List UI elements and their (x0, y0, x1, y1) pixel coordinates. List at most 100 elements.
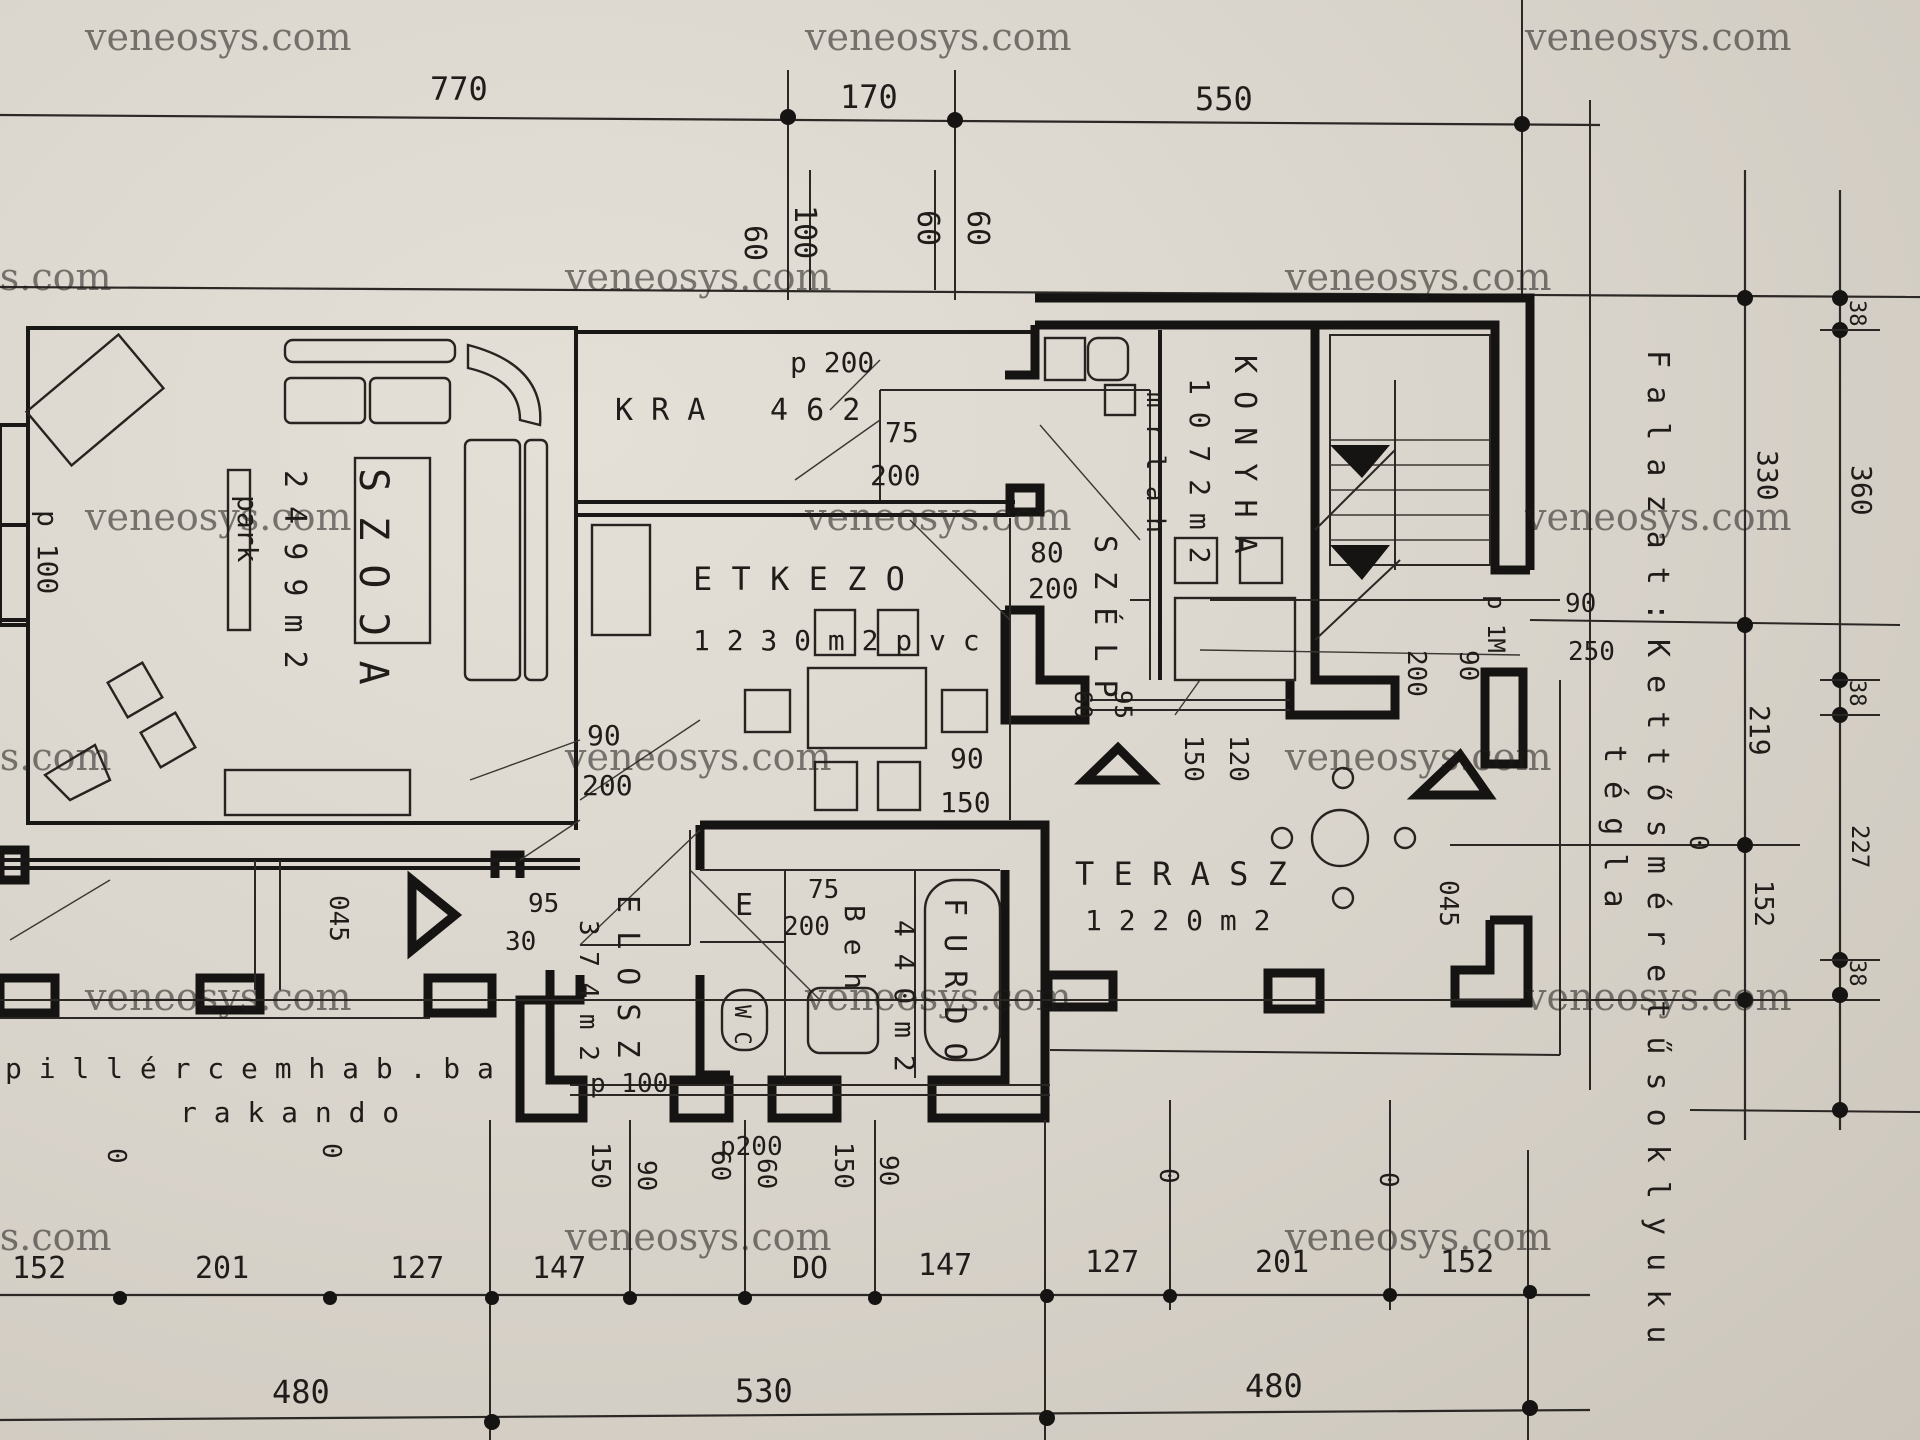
zero-2: 0 (316, 1143, 346, 1159)
szel-95: 95 (1109, 690, 1137, 719)
watermark: veneosys.com (1284, 255, 1552, 299)
staircase (1314, 334, 1491, 641)
note-tegla: t é g l a (1597, 745, 1632, 908)
zero-1: 0 (101, 1148, 131, 1164)
side-table (226, 468, 252, 632)
watermark: veneosys.com (84, 975, 352, 1019)
room-elo-area: 3 7 4 m 2 (573, 920, 603, 1061)
045-left: 045 (323, 895, 353, 942)
dim-480b: 480 (1245, 1367, 1303, 1405)
sofa-corner (466, 343, 542, 427)
bottom-90b: 90 (873, 1155, 903, 1186)
dim-dot (1832, 987, 1848, 1003)
zero-3: 0 (1153, 1168, 1183, 1184)
watermark: veneosys.com (564, 735, 832, 779)
stove (1086, 336, 1130, 382)
zero-5: 0 (1683, 835, 1713, 851)
szel-200: 200 (1028, 572, 1079, 605)
notes: p i l l é r c e m h a b . b a r a k a n … (5, 350, 1675, 1343)
dim-152a: 152 (12, 1251, 66, 1286)
dim-do: DO (792, 1251, 828, 1286)
room-furdo-floor: B e h (838, 905, 871, 989)
chair (940, 688, 989, 734)
dim-170: 170 (840, 78, 898, 116)
furdo-200: 200 (783, 912, 830, 942)
dim-530: 530 (735, 1372, 793, 1410)
kitchen-chair (1238, 536, 1284, 585)
kitchen-150: 150 (1178, 735, 1208, 782)
coffee-table (353, 456, 432, 645)
dim-w2-60b: 60 (960, 210, 995, 246)
top-dimension-chain: 770 170 550 60 100 60 60 (0, 0, 1920, 300)
dim-dot (868, 1291, 882, 1305)
dim-dot (947, 112, 963, 128)
dim-201a: 201 (195, 1251, 249, 1286)
dim-38a: 38 (1844, 300, 1869, 327)
szel-80: 80 (1030, 536, 1064, 569)
bottom-90a: 90 (631, 1160, 661, 1191)
dim-550: 550 (1195, 80, 1253, 118)
dim-219: 219 (1743, 705, 1776, 756)
watermark: veneosys.com (0, 1215, 112, 1259)
room-etkezo-name: E T K E Z O (693, 560, 905, 598)
watermark: veneosys.com (84, 495, 352, 539)
room-konyha-area: 1 0 7 2 m 2 (1183, 378, 1216, 563)
dining-table (806, 666, 928, 750)
elo-30: 30 (505, 927, 536, 957)
dim-dot (1737, 617, 1753, 633)
dim-127a: 127 (390, 1251, 444, 1286)
dim-480a: 480 (272, 1373, 330, 1411)
bottom-dimension-chain: 152 201 127 147 DO 147 127 201 152 480 5… (0, 1100, 1591, 1440)
sofa-seat (368, 376, 452, 425)
kra-win-75: 75 (885, 416, 919, 449)
sofa-arm (523, 438, 549, 682)
dim-127b: 127 (1085, 1245, 1139, 1280)
furniture (24, 332, 1497, 1062)
watermark: veneosys.com (804, 495, 1072, 539)
dim-dot (484, 1414, 500, 1430)
dim-dot (323, 1291, 337, 1305)
stair-arrow (1330, 545, 1390, 580)
bottom-150b: 150 (828, 1142, 858, 1189)
zero-4: 0 (1373, 1172, 1403, 1188)
room-szoba-area: 2 4 9 9 m 2 (277, 470, 312, 669)
p200-bottom: p200 (720, 1132, 783, 1162)
dim-dot (623, 1291, 637, 1305)
room-szoba-name: S Z O Ɔ A (350, 468, 396, 685)
dim-dot (1523, 1285, 1537, 1299)
dim-dot (1522, 1400, 1538, 1416)
stair-250: 250 (1568, 637, 1615, 667)
dim-w1-100: 100 (787, 205, 822, 259)
sideboard (590, 523, 652, 637)
construction-lines (9, 100, 1920, 1113)
kra-win-200: 200 (870, 459, 921, 492)
pillar (0, 973, 60, 1018)
chair (813, 608, 857, 657)
etk-door2-150: 150 (940, 786, 991, 819)
watermark: veneosys.com (1524, 495, 1792, 539)
armchair (43, 743, 112, 802)
entrance-arrow (1073, 741, 1161, 785)
room-etkezo-area: 1 2 3 0 m 2 p v c (693, 624, 980, 657)
stair-90a: 90 (1453, 650, 1483, 681)
note-falazat: F a l a z a t : K e t t ő s m é r e t ű … (1640, 350, 1675, 1343)
dim-dot (1737, 837, 1753, 853)
room-konyha-name: K O N Y H A (1227, 355, 1262, 554)
stair-200: 200 (1401, 650, 1431, 697)
kitchen-120: 120 (1223, 735, 1253, 782)
fridge (1103, 383, 1137, 417)
armchair (139, 711, 197, 769)
sofa-long (463, 438, 522, 682)
room-furdo-name: F U R D O (937, 898, 972, 1061)
chair (876, 760, 922, 812)
room-kra-name: K R A (615, 393, 705, 428)
watermark: veneosys.com (1524, 15, 1792, 59)
watermark: veneosys.com (804, 975, 1072, 1019)
room-terasz-name: T E R A S Z (1075, 855, 1287, 893)
stair-90b: 90 (1565, 589, 1596, 619)
pillar (423, 973, 497, 1018)
dim-dot (1737, 992, 1753, 1008)
room-furdo-area: 4 4 0 m 2 (888, 920, 921, 1072)
